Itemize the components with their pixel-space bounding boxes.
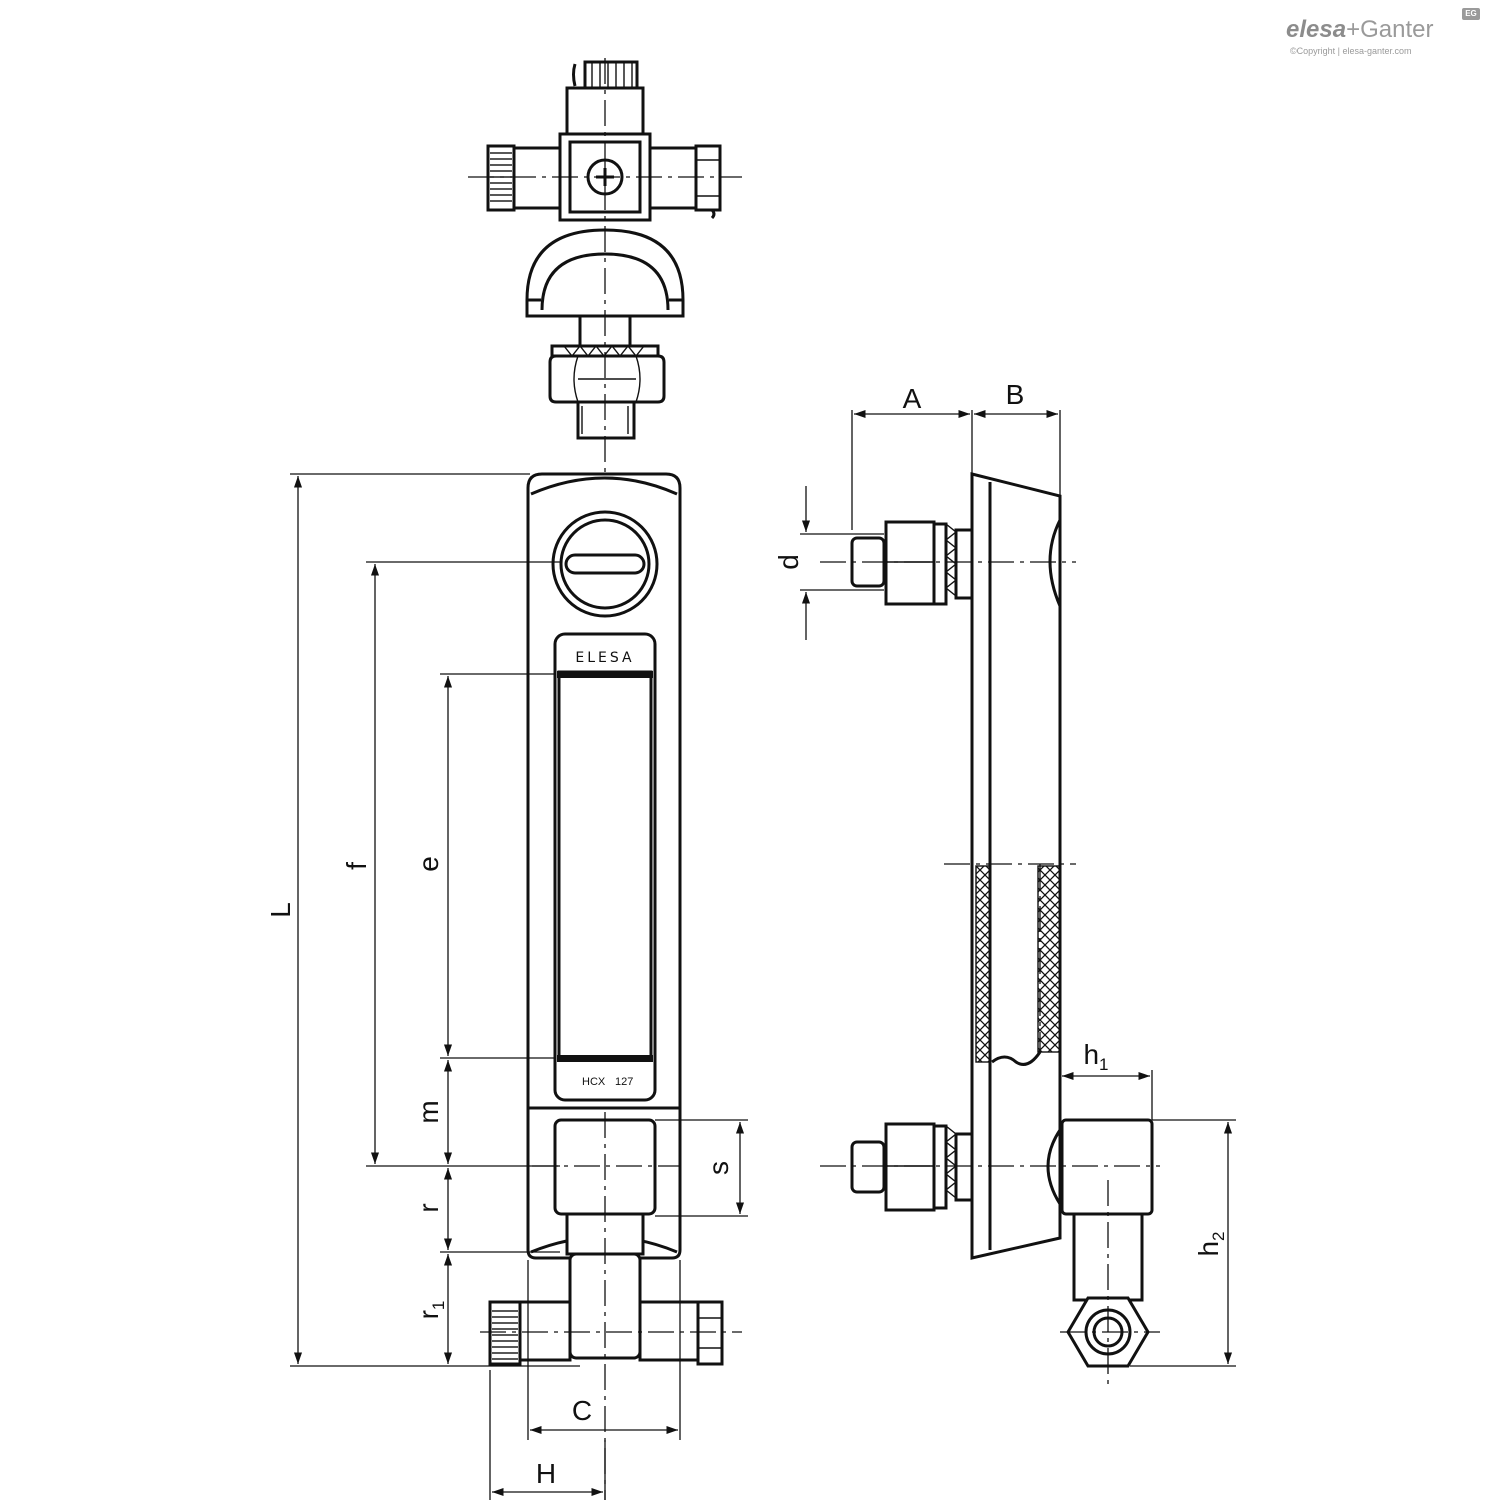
logo-wordmark: elesa+Ganter bbox=[1286, 16, 1434, 43]
dim-label-s: s bbox=[703, 1161, 734, 1175]
dim-label-L: L bbox=[265, 902, 296, 918]
side-dimensions bbox=[800, 409, 1236, 1367]
side-view bbox=[850, 472, 1154, 1368]
dim-label-h1: h1 bbox=[1083, 1039, 1108, 1074]
bottom-fitting bbox=[488, 1212, 724, 1366]
elesa-ganter-logo: elesa+Ganter ©Copyright | elesa-ganter.c… bbox=[1286, 8, 1486, 60]
dim-label-H: H bbox=[536, 1458, 556, 1489]
dim-label-C: C bbox=[572, 1395, 592, 1426]
copyright-notice: ©Copyright | elesa-ganter.com bbox=[1290, 46, 1412, 56]
level-indicator-body bbox=[526, 472, 682, 1260]
front-dimensions bbox=[290, 473, 748, 1500]
dim-label-A: A bbox=[903, 383, 922, 414]
window-brand-label: ELESA bbox=[575, 650, 634, 666]
dim-label-m: m bbox=[413, 1100, 444, 1123]
dim-label-h2: h2 bbox=[1193, 1231, 1228, 1256]
dim-label-f: f bbox=[341, 862, 372, 870]
dim-label-e: e bbox=[413, 856, 444, 872]
dim-label-B: B bbox=[1006, 379, 1025, 410]
dim-label-d: d bbox=[773, 554, 804, 570]
dim-label-r: r bbox=[413, 1203, 444, 1212]
certification-badge: EG bbox=[1462, 8, 1480, 20]
dim-label-r1: r1 bbox=[413, 1301, 448, 1320]
top-fitting-exploded bbox=[486, 60, 722, 440]
model-code: HCX bbox=[582, 1076, 606, 1088]
model-number: 127 bbox=[615, 1076, 633, 1088]
